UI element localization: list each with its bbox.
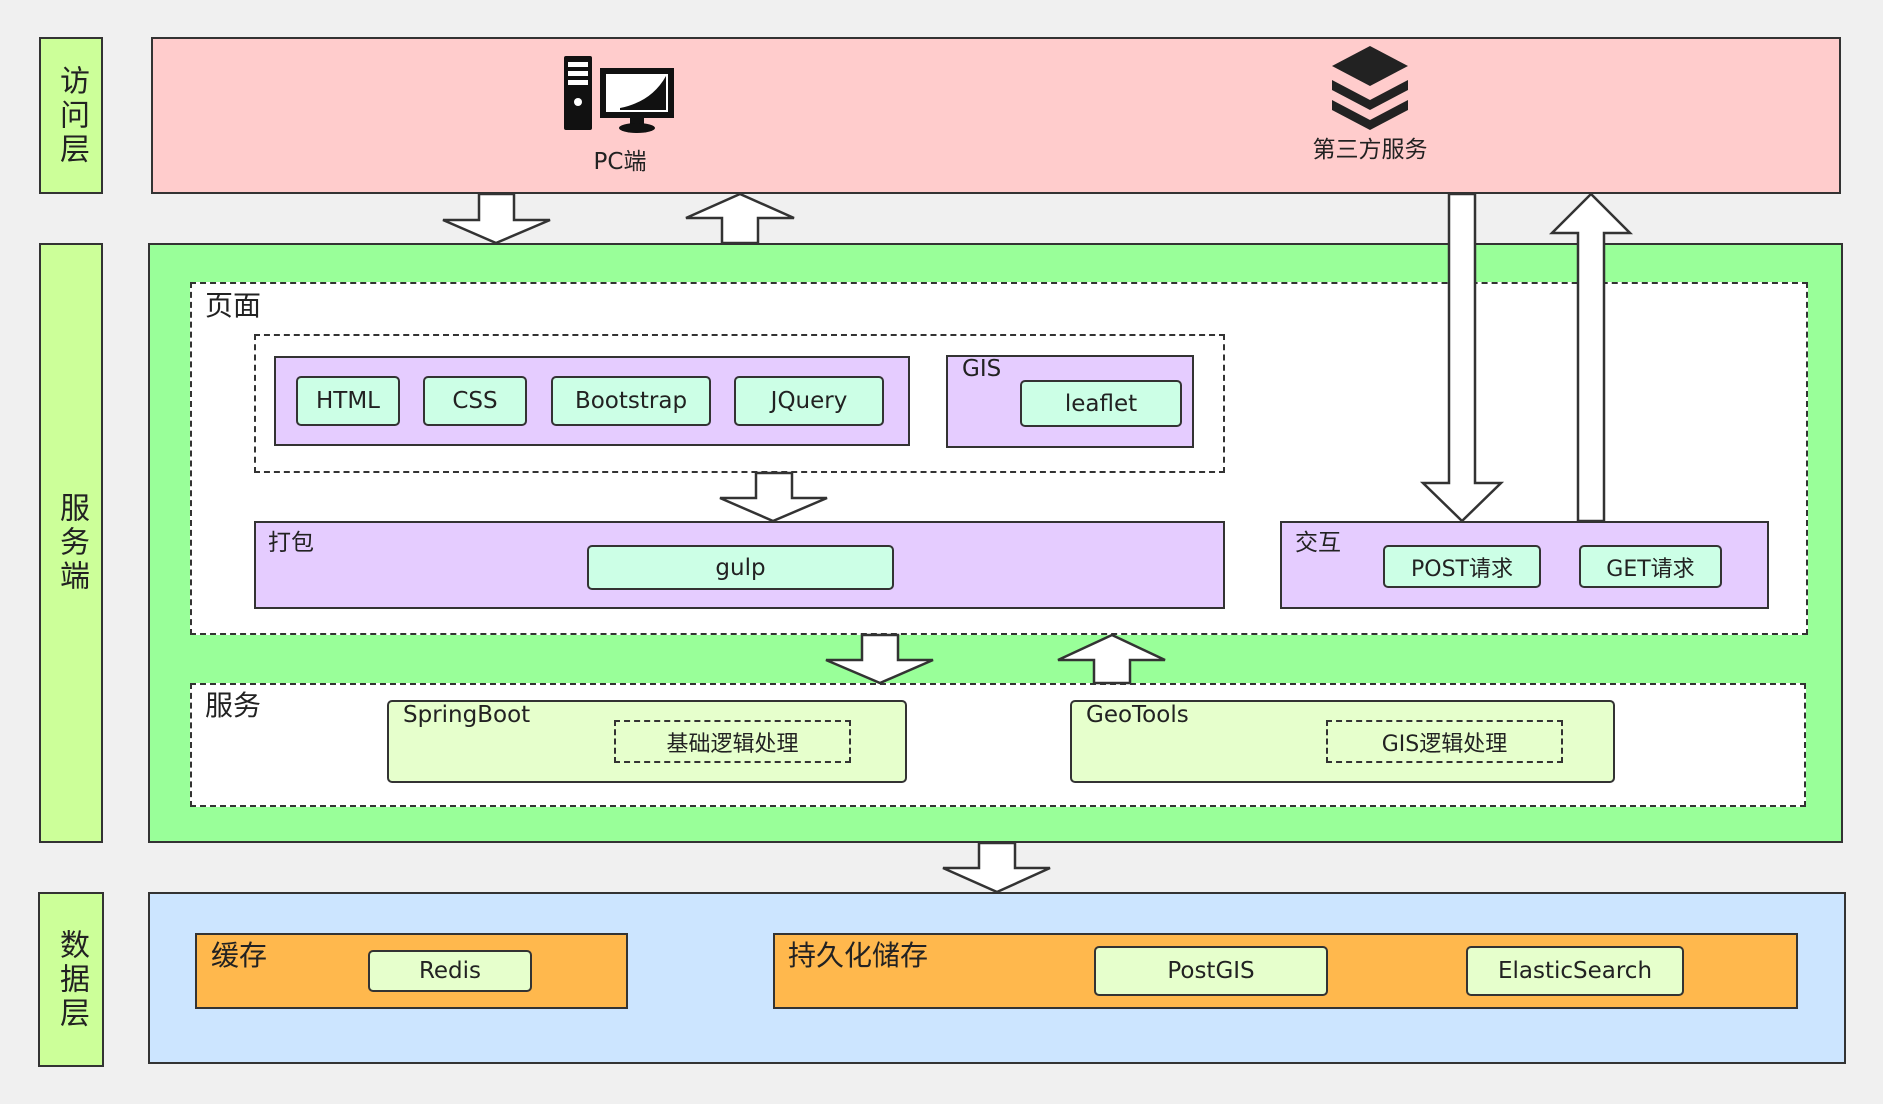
service-layer-label: 服务端	[39, 243, 103, 843]
chip-css: CSS	[423, 376, 527, 426]
chip-redis: Redis	[368, 950, 532, 992]
service-section-title: 服务	[205, 689, 262, 722]
cache-box-title: 缓存	[211, 939, 268, 972]
arrow-service-to-access	[685, 192, 795, 245]
gis-box-title: GIS	[962, 356, 1002, 382]
chip-jquery: JQuery	[734, 376, 884, 426]
layered-stack-icon	[1332, 46, 1408, 130]
pack-box-title: 打包	[268, 530, 314, 556]
arrow-third-party-to-post	[1419, 192, 1505, 523]
third-party-service: 第三方服务	[1300, 44, 1440, 164]
springboot-task: 基础逻辑处理	[614, 720, 851, 763]
arrow-access-to-service	[442, 192, 551, 245]
chip-elasticsearch: ElasticSearch	[1466, 946, 1684, 996]
data-layer-label-text: 数据层	[54, 928, 89, 1031]
pc-client: PC端	[560, 54, 680, 175]
page-section-title: 页面	[205, 289, 262, 322]
chip-postgis: PostGIS	[1094, 946, 1328, 996]
arrow-service-to-page	[1057, 633, 1166, 685]
arrow-get-to-third-party	[1548, 192, 1634, 523]
chip-post-request: POST请求	[1383, 545, 1541, 588]
service-layer-label-text: 服务端	[54, 492, 89, 594]
access-layer-panel	[151, 37, 1841, 194]
arrow-frontend-to-pack	[719, 471, 828, 523]
persistence-box-title: 持久化储存	[788, 939, 929, 972]
access-layer-label: 访问层	[39, 37, 103, 194]
third-party-service-label: 第三方服务	[1312, 137, 1428, 163]
geotools-box-title: GeoTools	[1086, 702, 1189, 728]
access-layer-label-text: 访问层	[54, 64, 89, 167]
desktop-computer-icon	[564, 56, 674, 133]
data-layer-label: 数据层	[38, 892, 104, 1067]
chip-get-request: GET请求	[1579, 545, 1722, 588]
chip-bootstrap: Bootstrap	[551, 376, 711, 426]
pc-client-label: PC端	[593, 149, 647, 175]
chip-html: HTML	[296, 376, 400, 426]
chip-leaflet: leaflet	[1020, 380, 1182, 427]
springboot-box-title: SpringBoot	[403, 702, 531, 728]
arrow-service-to-data	[942, 841, 1051, 894]
interact-box-title: 交互	[1295, 530, 1341, 556]
chip-gulp: gulp	[587, 545, 894, 590]
arrow-page-to-service	[825, 633, 934, 685]
geotools-task: GIS逻辑处理	[1326, 720, 1563, 763]
